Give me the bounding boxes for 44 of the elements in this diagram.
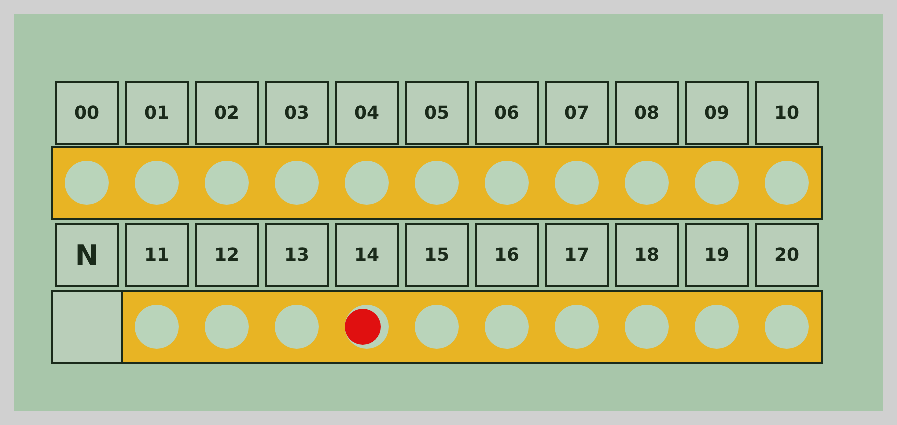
terminal-cell <box>125 81 189 145</box>
terminal-number: 19 <box>704 244 730 266</box>
terminal-number: 11 <box>144 244 170 266</box>
terminal-number: 16 <box>494 244 520 266</box>
terminal-number: 06 <box>494 102 520 124</box>
terminal-number: 01 <box>144 102 170 124</box>
terminal-cell <box>475 81 539 145</box>
terminal-number: 09 <box>704 102 730 124</box>
terminal-cell <box>335 223 399 287</box>
terminal-cell <box>755 81 819 145</box>
terminal-cell <box>545 223 609 287</box>
terminal-number: 20 <box>774 244 800 266</box>
terminal-number: 13 <box>284 244 310 266</box>
terminal-number: 00 <box>74 102 100 124</box>
terminal-cell <box>475 223 539 287</box>
terminal-cell <box>265 81 329 145</box>
terminal-number: N <box>75 238 99 272</box>
terminal-cell <box>615 223 679 287</box>
terminal-cell <box>405 81 469 145</box>
terminal-number: 15 <box>424 244 450 266</box>
terminal-number: 04 <box>354 102 380 124</box>
terminal-cell <box>405 223 469 287</box>
terminal-cell <box>335 81 399 145</box>
terminal-number: 07 <box>564 102 590 124</box>
terminal-number: 02 <box>214 102 240 124</box>
terminal-number: 10 <box>774 102 800 124</box>
terminal-cell <box>755 223 819 287</box>
terminal-number: 14 <box>354 244 380 266</box>
terminal-cell <box>195 81 259 145</box>
terminal-cell <box>195 223 259 287</box>
terminal-cell <box>545 81 609 145</box>
terminal-number: 05 <box>424 102 450 124</box>
terminal-number: 18 <box>634 244 660 266</box>
terminal-number: 17 <box>564 244 590 266</box>
terminal-cell <box>685 223 749 287</box>
terminal-cell <box>685 81 749 145</box>
terminal-cell <box>55 81 119 145</box>
terminal-cell <box>125 223 189 287</box>
terminal-cell <box>265 223 329 287</box>
terminal-cell <box>55 223 119 287</box>
terminal-number: 03 <box>284 102 310 124</box>
terminal-number: 12 <box>214 244 240 266</box>
terminal-cell <box>615 81 679 145</box>
terminal-number: 08 <box>634 102 660 124</box>
